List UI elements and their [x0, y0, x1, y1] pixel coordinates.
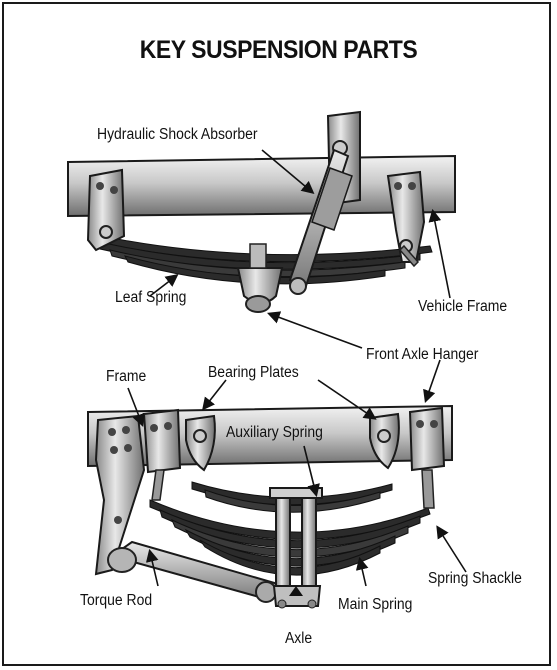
spring-shackle-part [421, 469, 435, 509]
label-main-spring: Main Spring [338, 596, 413, 613]
torque-rod-bracket [94, 414, 146, 576]
label-axle: Axle [285, 630, 313, 647]
label-leaf-spring: Leaf Spring [115, 289, 187, 306]
label-front-axle-hanger: Front Axle Hanger [366, 346, 479, 363]
label-auxiliary-spring: Auxiliary Spring [226, 424, 323, 441]
auxiliary-spring-part [191, 481, 393, 513]
label-spring-shackle: Spring Shackle [428, 570, 522, 587]
leader-lines [127, 149, 467, 587]
top-assembly [67, 110, 456, 313]
main-spring-part [149, 499, 431, 576]
label-torque-rod: Torque Rod [80, 592, 153, 609]
label-frame: Frame [106, 368, 147, 385]
bottom-assembly [87, 404, 453, 609]
u-bolts [275, 493, 317, 595]
diagram-title: KEY SUSPENSION PARTS [139, 36, 418, 64]
label-vehicle-frame: Vehicle Frame [418, 298, 508, 315]
top-leaf-spring [91, 233, 433, 285]
label-bearing-plates: Bearing Plates [208, 364, 299, 381]
label-hydraulic-shock-absorber: Hydraulic Shock Absorber [97, 126, 258, 143]
